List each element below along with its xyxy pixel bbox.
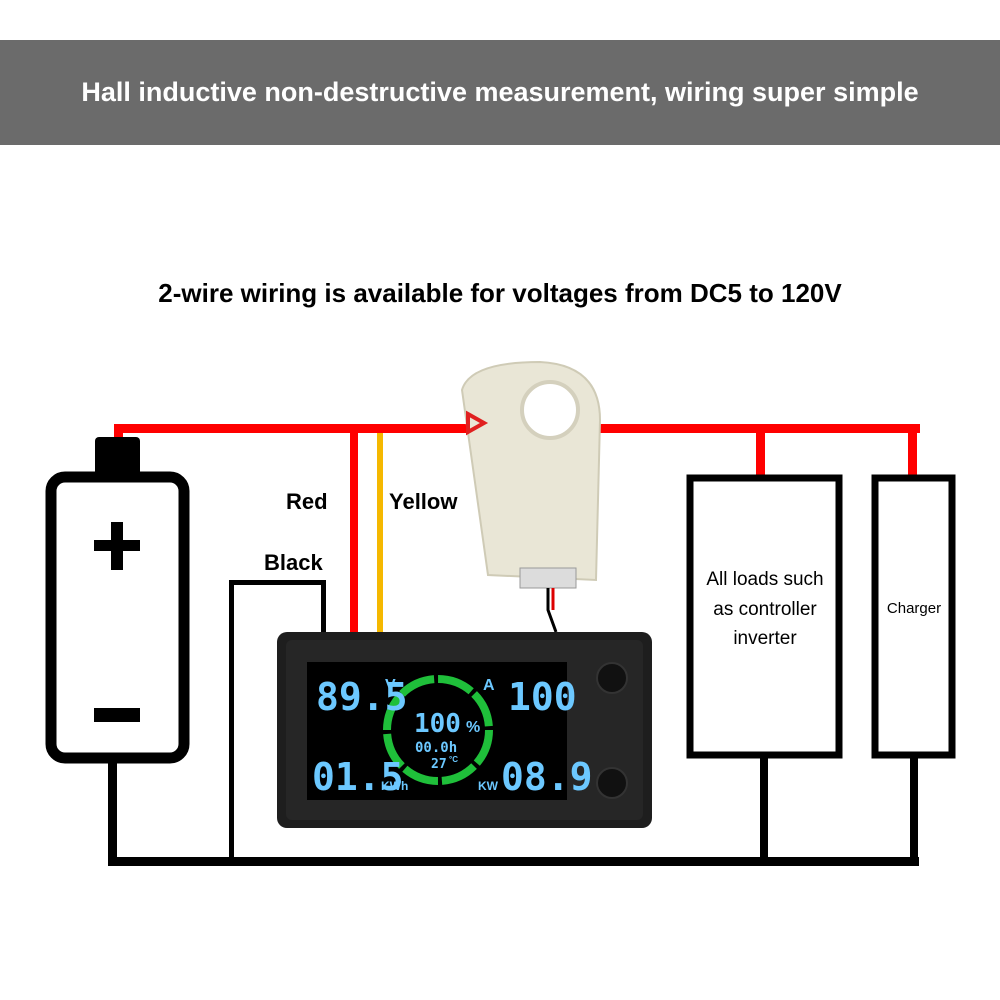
time-value: 00.0h bbox=[415, 740, 457, 756]
energy-unit: KWh bbox=[381, 779, 408, 793]
battery-icon bbox=[45, 437, 190, 764]
percent-unit: % bbox=[466, 719, 480, 736]
meter-button-top[interactable] bbox=[596, 662, 628, 694]
header-title: Hall inductive non-destructive measureme… bbox=[81, 77, 919, 107]
current-unit: A bbox=[483, 677, 495, 694]
sensor-connector bbox=[519, 567, 577, 589]
load-label-line3: inverter bbox=[733, 628, 797, 649]
header-banner: Hall inductive non-destructive measureme… bbox=[0, 40, 1000, 145]
charger-label: Charger bbox=[887, 600, 941, 617]
load-label-line2: as controller bbox=[713, 599, 817, 620]
black-wires bbox=[108, 580, 919, 866]
black-wire-label: Black bbox=[264, 550, 323, 575]
minus-sign bbox=[94, 708, 140, 722]
voltage-value: 89.5 bbox=[316, 675, 408, 719]
temperature-value: 27 bbox=[431, 757, 447, 772]
red-wire-label: Red bbox=[286, 489, 328, 514]
power-value: 08.9 bbox=[501, 755, 593, 799]
meter-button-bottom[interactable] bbox=[596, 767, 628, 799]
current-value: 100 bbox=[508, 675, 577, 719]
load-box bbox=[686, 474, 843, 759]
hall-sensor bbox=[460, 360, 602, 633]
percent-value: 100 bbox=[414, 709, 461, 739]
subtitle: 2-wire wiring is available for voltages … bbox=[158, 278, 842, 308]
charger-box bbox=[871, 474, 956, 759]
battery-meter: 89.5 V A 100 100 % 00.0h 27 °C 01.5 KWh … bbox=[277, 632, 652, 828]
yellow-wire-label: Yellow bbox=[389, 489, 458, 514]
temperature-unit: °C bbox=[449, 755, 458, 764]
power-unit: KW bbox=[478, 779, 499, 793]
energy-value: 01.5 bbox=[312, 755, 404, 799]
voltage-unit: V bbox=[385, 677, 396, 694]
soc-ring bbox=[383, 675, 493, 785]
load-label-line1: All loads such bbox=[706, 569, 823, 590]
yellow-wire bbox=[377, 433, 383, 633]
direction-arrow-icon bbox=[466, 410, 489, 436]
